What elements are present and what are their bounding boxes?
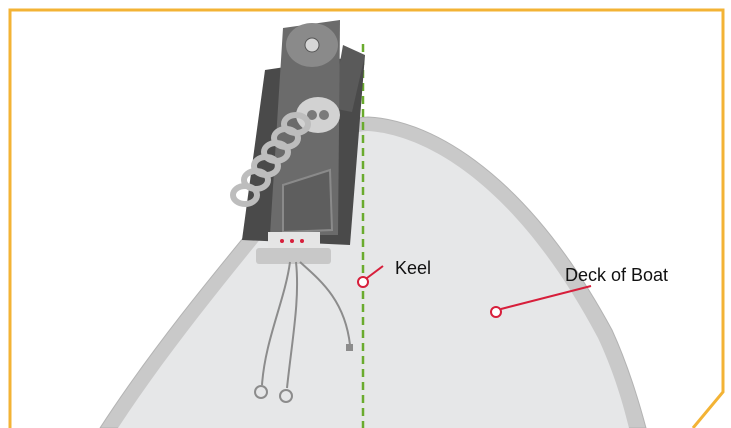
motor-label-dot-icon bbox=[300, 239, 304, 243]
motor-control-knob-icon bbox=[307, 110, 317, 120]
lead-connector bbox=[346, 344, 353, 351]
motor-label-dot-icon bbox=[290, 239, 294, 243]
motor-label-dot-icon bbox=[280, 239, 284, 243]
coiled-cable-icon bbox=[230, 112, 311, 207]
frame-border bbox=[8, 8, 725, 428]
lead-terminal-icon bbox=[254, 385, 268, 399]
bow-mount-trolling-motor-icon bbox=[230, 20, 365, 403]
motor-head-button-icon bbox=[304, 37, 320, 53]
power-leads-icon bbox=[261, 261, 351, 389]
motor-foot-pedal bbox=[282, 168, 334, 234]
boat-deck bbox=[118, 131, 629, 428]
motor-side-rail bbox=[332, 45, 365, 112]
keel-callout-ring-icon bbox=[357, 265, 384, 288]
lead-terminal-icon bbox=[279, 389, 293, 403]
keel-label: Keel bbox=[395, 258, 432, 278]
motor-control-knob-icon bbox=[319, 110, 329, 120]
deck-label: Deck of Boat bbox=[565, 265, 669, 285]
deck-callout-ring-icon bbox=[490, 285, 592, 318]
motor-bottom-clamp bbox=[256, 248, 331, 264]
